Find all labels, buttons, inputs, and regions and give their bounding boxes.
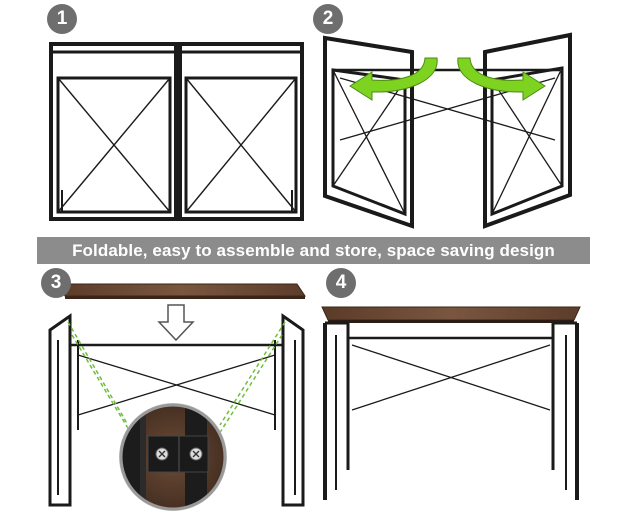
panel-2-unfolding-frame: [323, 32, 572, 229]
step-number: 2: [322, 8, 334, 29]
step-badge-4: 4: [326, 268, 356, 298]
down-arrow-icon: [157, 304, 195, 342]
step-badge-2: 2: [313, 4, 343, 34]
step-badge-1: 1: [47, 4, 77, 34]
step-number: 1: [56, 8, 68, 29]
feature-banner: Foldable, easy to assemble and store, sp…: [37, 237, 590, 264]
rotate-arrow-icon: [349, 57, 546, 101]
panel-4-assembled-desk: [321, 306, 581, 500]
step-number: 4: [335, 272, 347, 293]
step-badge-3: 3: [41, 268, 71, 298]
banner-text: Foldable, easy to assemble and store, sp…: [72, 240, 555, 260]
zoom-guide-lines: [67, 321, 286, 446]
panel-1-folded-frame: [49, 42, 304, 221]
step-number: 3: [50, 272, 62, 293]
panel-3-open-frame: [48, 313, 305, 507]
panel-3-tabletop-board: [56, 283, 306, 299]
hinge-zoom-detail: [119, 403, 227, 511]
